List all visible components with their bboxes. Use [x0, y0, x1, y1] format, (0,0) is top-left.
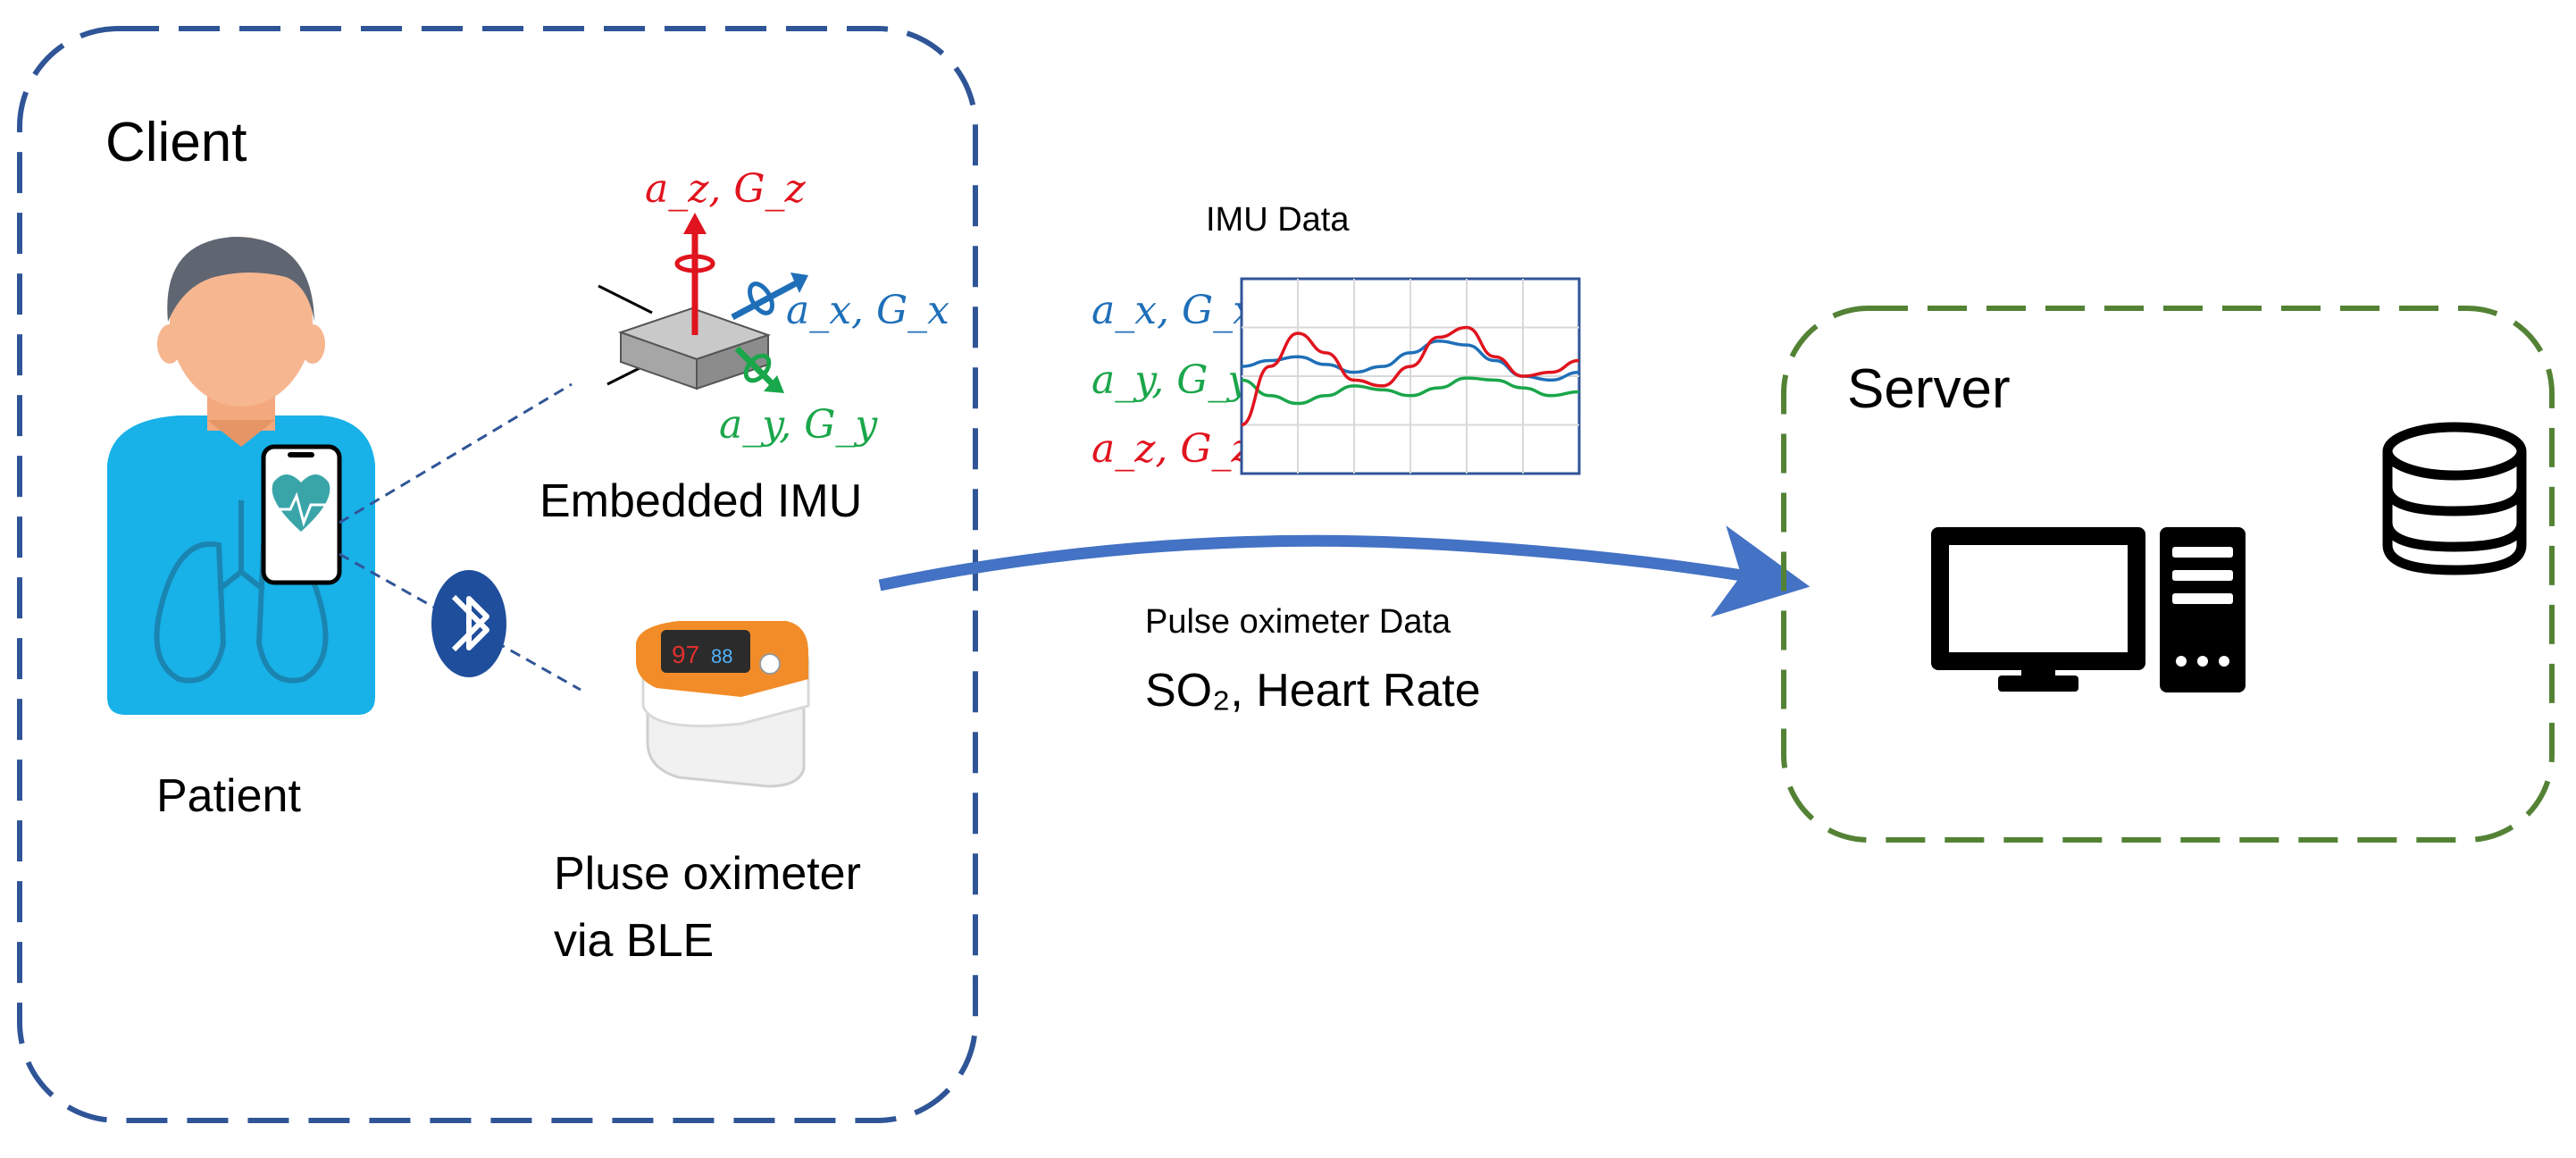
pulse-oximeter-icon: 97 88: [636, 621, 810, 788]
client-box: [17, 26, 978, 1123]
legend-ax-gx: a_x, G_x: [1091, 288, 1255, 333]
patient-icon: [107, 237, 375, 715]
chart-grid: [1242, 279, 1579, 474]
imu-legend: a_x, G_x a_y, G_y a_z, G_z: [1091, 288, 1255, 472]
oximeter-label-line2: via BLE: [554, 915, 714, 967]
imu-axis-x-label: a_x, G_x: [786, 288, 949, 333]
server-title: Server: [1847, 358, 2011, 420]
computer-icon: [1931, 527, 2246, 692]
chart-series-line-2: [1242, 376, 1579, 406]
phone-imu-connector: [339, 382, 573, 524]
server-box: [1781, 306, 2555, 843]
imu-chip-icon: [598, 213, 808, 393]
legend-ay-gy: a_y, G_y: [1091, 357, 1250, 403]
phone-ble-connector: [339, 552, 581, 692]
imu-axis-y-label: a_y, G_y: [719, 402, 878, 448]
imu-label: Embedded IMU: [539, 475, 862, 527]
imu-data-chart: [1240, 277, 1581, 475]
legend-az-gz: a_z, G_z: [1091, 426, 1253, 472]
transfer-arrow: [878, 525, 1811, 617]
pulse-data-values: SO₂, Heart Rate: [1145, 665, 1481, 717]
bluetooth-icon: [431, 570, 506, 677]
imu-axis-z-label: a_z, G_z: [645, 166, 807, 212]
database-icon: [2382, 422, 2527, 575]
svg-text:97: 97: [672, 641, 699, 668]
client-title: Client: [105, 112, 247, 173]
svg-text:88: 88: [711, 645, 732, 667]
oximeter-label-line1: Pluse oximeter: [554, 848, 861, 900]
imu-data-title: IMU Data: [1206, 201, 1350, 239]
chart-series: [1242, 325, 1579, 427]
patient-label: Patient: [156, 770, 301, 822]
pulse-data-title: Pulse oximeter Data: [1145, 603, 1451, 641]
chart-series-line-3: [1242, 325, 1579, 427]
